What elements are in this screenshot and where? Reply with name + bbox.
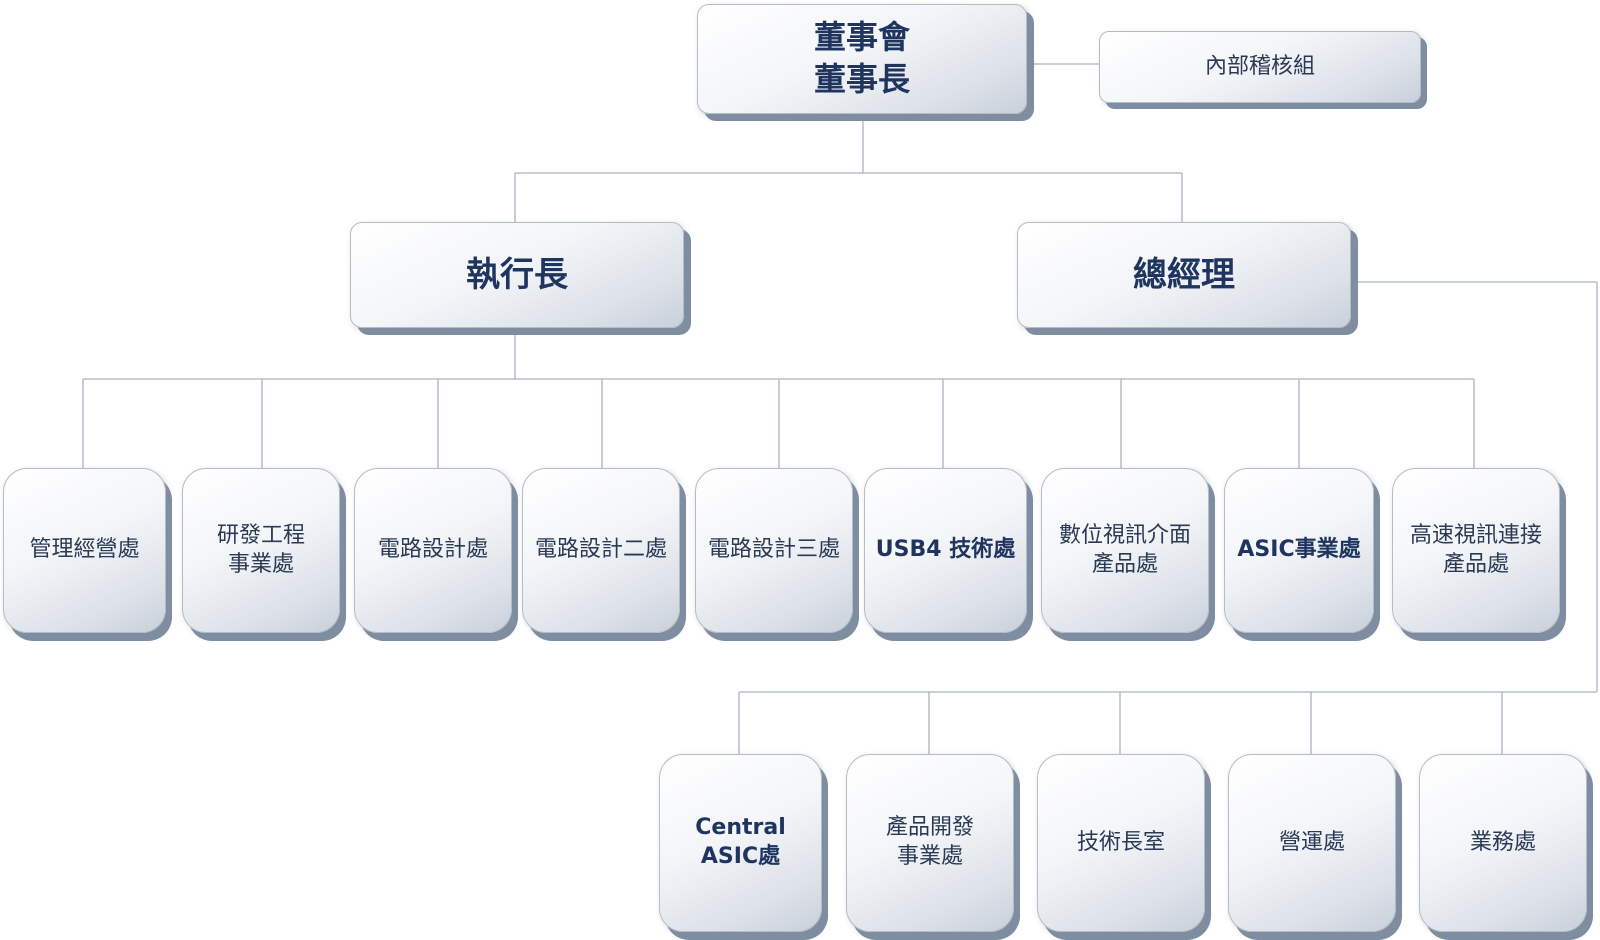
ceo-unit-8: ASIC事業處 xyxy=(1224,468,1374,633)
ceo-unit-label: 電路設計二處 xyxy=(534,537,667,563)
ceo-node: 執行長 xyxy=(350,222,684,328)
internal-audit-label: 內部稽核組 xyxy=(1204,53,1315,79)
gm-unit-label: 產品開發 事業處 xyxy=(885,815,974,869)
ceo-unit-label: USB4 技術處 xyxy=(875,537,1016,563)
ceo-label: 執行長 xyxy=(466,254,568,295)
general-manager-label: 總經理 xyxy=(1133,254,1235,295)
ceo-unit-4: 電路設計二處 xyxy=(522,468,680,633)
ceo-unit-label: 高速視訊連接 產品處 xyxy=(1409,522,1542,577)
ceo-unit-label: 研發工程 事業處 xyxy=(216,522,305,577)
ceo-unit-6: USB4 技術處 xyxy=(864,468,1027,633)
gm-unit-label: 技術長室 xyxy=(1076,829,1165,855)
ceo-unit-9: 高速視訊連接 產品處 xyxy=(1392,468,1560,633)
board-chairman-node: 董事會 董事長 xyxy=(697,4,1027,114)
ceo-unit-3: 電路設計處 xyxy=(354,468,512,633)
gm-unit-2: 產品開發 事業處 xyxy=(846,754,1014,932)
ceo-unit-2: 研發工程 事業處 xyxy=(182,468,340,633)
gm-unit-3: 技術長室 xyxy=(1037,754,1205,932)
ceo-unit-label: 電路設計三處 xyxy=(707,537,840,563)
gm-unit-label: Central ASIC處 xyxy=(695,815,786,869)
gm-unit-label: 業務處 xyxy=(1469,829,1536,855)
general-manager-node: 總經理 xyxy=(1017,222,1351,328)
ceo-unit-label: ASIC事業處 xyxy=(1237,537,1361,563)
internal-audit-node: 內部稽核組 xyxy=(1099,31,1421,103)
ceo-unit-label: 管理經營處 xyxy=(29,537,140,563)
gm-unit-1: Central ASIC處 xyxy=(659,754,822,932)
ceo-unit-label: 電路設計處 xyxy=(377,537,488,563)
board-chairman-label: 董事會 董事長 xyxy=(813,18,910,98)
gm-unit-4: 營運處 xyxy=(1228,754,1396,932)
gm-unit-label: 營運處 xyxy=(1278,829,1345,855)
ceo-unit-1: 管理經營處 xyxy=(3,468,166,633)
ceo-unit-5: 電路設計三處 xyxy=(695,468,853,633)
ceo-unit-label: 數位視訊介面 產品處 xyxy=(1058,522,1191,577)
gm-unit-5: 業務處 xyxy=(1419,754,1587,932)
ceo-unit-7: 數位視訊介面 產品處 xyxy=(1041,468,1209,633)
